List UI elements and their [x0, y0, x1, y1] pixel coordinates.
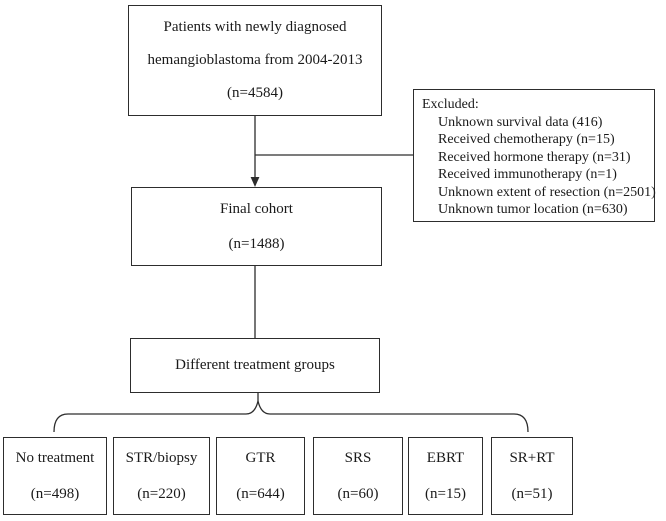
group-box-ebrt: EBRT (n=15): [408, 437, 483, 515]
group-count: (n=15): [425, 486, 466, 502]
group-box-str-biopsy: STR/biopsy (n=220): [113, 437, 210, 515]
group-label: SRS: [344, 450, 372, 466]
excluded-item-survival-data: Unknown survival data (416): [438, 114, 603, 130]
group-count: (n=644): [236, 486, 285, 502]
group-count: (n=498): [30, 486, 80, 502]
group-label: SR+RT: [509, 450, 555, 466]
final-cohort-count: (n=1488): [228, 235, 285, 252]
group-label: No treatment: [15, 450, 95, 466]
excluded-item-tumor-location: Unknown tumor location (n=630): [438, 202, 628, 217]
brace-connector: [53, 400, 529, 433]
group-box-gtr: GTR (n=644): [216, 437, 305, 515]
final-cohort-label: Final cohort: [220, 200, 293, 217]
group-box-sr-rt: SR+RT (n=51): [491, 437, 573, 515]
source-population-line2: hemangioblastoma from 2004-2013: [147, 52, 363, 68]
group-count: (n=60): [337, 486, 379, 502]
treatment-groups-label: Different treatment groups: [175, 357, 335, 373]
excluded-item-hormone-therapy: Received hormone therapy (n=31): [438, 149, 631, 165]
excluded-title: Excluded:: [422, 97, 479, 112]
treatment-groups-box: Different treatment groups: [130, 338, 380, 393]
group-label: EBRT: [426, 450, 465, 466]
arrow-top-to-final-head: [250, 177, 260, 187]
source-population-count: (n=4584): [227, 85, 283, 101]
group-label: STR/biopsy: [125, 450, 198, 466]
source-population-box: Patients with newly diagnosed hemangiobl…: [128, 5, 382, 116]
excluded-box: Excluded: Unknown survival data (416) Re…: [413, 89, 656, 222]
excluded-item-chemotherapy: Received chemotherapy (n=15): [438, 132, 615, 147]
group-count: (n=51): [511, 486, 553, 502]
source-population-line1: Patients with newly diagnosed: [163, 19, 347, 35]
group-box-no-treatment: No treatment (n=498): [3, 437, 107, 515]
excluded-item-extent-of-resection: Unknown extent of resection (n=2501): [438, 184, 656, 200]
group-box-srs: SRS (n=60): [313, 437, 403, 515]
final-cohort-box: Final cohort (n=1488): [131, 187, 382, 266]
excluded-item-immunotherapy: Received immunotherapy (n=1): [438, 167, 617, 182]
group-count: (n=220): [137, 486, 186, 502]
group-label: GTR: [245, 450, 276, 466]
